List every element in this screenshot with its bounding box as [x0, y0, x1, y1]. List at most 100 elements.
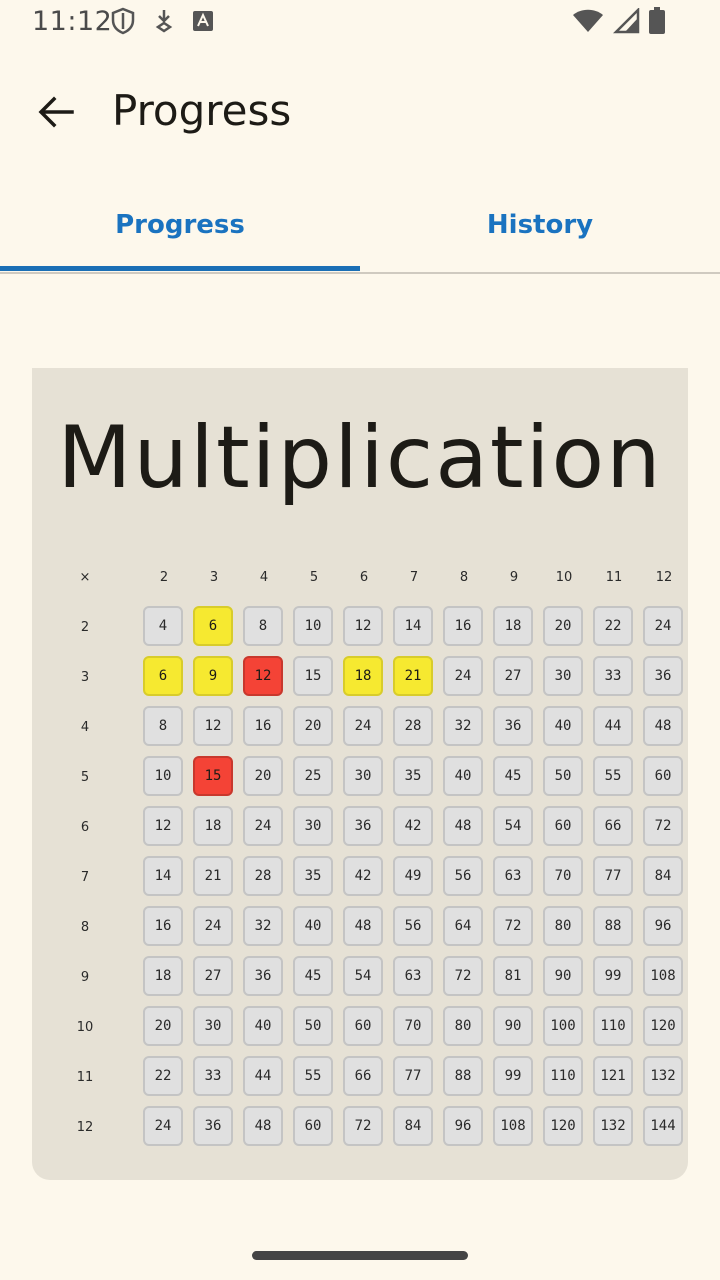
- product-cell[interactable]: 35: [293, 856, 333, 896]
- product-cell[interactable]: 55: [293, 1056, 333, 1096]
- product-cell[interactable]: 120: [643, 1006, 683, 1046]
- product-cell[interactable]: 63: [393, 956, 433, 996]
- product-cell[interactable]: 32: [443, 706, 483, 746]
- product-cell[interactable]: 22: [593, 606, 633, 646]
- product-cell[interactable]: 96: [643, 906, 683, 946]
- product-cell[interactable]: 40: [543, 706, 583, 746]
- product-cell[interactable]: 55: [593, 756, 633, 796]
- product-cell[interactable]: 49: [393, 856, 433, 896]
- product-cell[interactable]: 88: [593, 906, 633, 946]
- product-cell[interactable]: 48: [343, 906, 383, 946]
- product-cell[interactable]: 66: [343, 1056, 383, 1096]
- product-cell[interactable]: 56: [443, 856, 483, 896]
- product-cell[interactable]: 40: [443, 756, 483, 796]
- product-cell[interactable]: 40: [243, 1006, 283, 1046]
- product-cell[interactable]: 63: [493, 856, 533, 896]
- product-cell[interactable]: 14: [143, 856, 183, 896]
- product-cell[interactable]: 21: [193, 856, 233, 896]
- product-cell[interactable]: 48: [443, 806, 483, 846]
- product-cell[interactable]: 54: [493, 806, 533, 846]
- product-cell[interactable]: 30: [343, 756, 383, 796]
- product-cell[interactable]: 66: [593, 806, 633, 846]
- product-cell[interactable]: 18: [493, 606, 533, 646]
- product-cell[interactable]: 72: [643, 806, 683, 846]
- product-cell[interactable]: 45: [293, 956, 333, 996]
- product-cell[interactable]: 99: [493, 1056, 533, 1096]
- product-cell[interactable]: 12: [243, 656, 283, 696]
- product-cell[interactable]: 80: [543, 906, 583, 946]
- product-cell[interactable]: 12: [343, 606, 383, 646]
- product-cell[interactable]: 48: [643, 706, 683, 746]
- product-cell[interactable]: 60: [343, 1006, 383, 1046]
- product-cell[interactable]: 70: [393, 1006, 433, 1046]
- product-cell[interactable]: 9: [193, 656, 233, 696]
- product-cell[interactable]: 21: [393, 656, 433, 696]
- product-cell[interactable]: 18: [193, 806, 233, 846]
- product-cell[interactable]: 56: [393, 906, 433, 946]
- product-cell[interactable]: 96: [443, 1106, 483, 1146]
- product-cell[interactable]: 48: [243, 1106, 283, 1146]
- product-cell[interactable]: 30: [193, 1006, 233, 1046]
- product-cell[interactable]: 24: [193, 906, 233, 946]
- product-cell[interactable]: 16: [243, 706, 283, 746]
- product-cell[interactable]: 36: [343, 806, 383, 846]
- product-cell[interactable]: 84: [643, 856, 683, 896]
- product-cell[interactable]: 27: [493, 656, 533, 696]
- product-cell[interactable]: 8: [243, 606, 283, 646]
- product-cell[interactable]: 20: [543, 606, 583, 646]
- product-cell[interactable]: 44: [243, 1056, 283, 1096]
- product-cell[interactable]: 16: [143, 906, 183, 946]
- product-cell[interactable]: 25: [293, 756, 333, 796]
- product-cell[interactable]: 24: [443, 656, 483, 696]
- product-cell[interactable]: 20: [293, 706, 333, 746]
- product-cell[interactable]: 99: [593, 956, 633, 996]
- product-cell[interactable]: 90: [543, 956, 583, 996]
- product-cell[interactable]: 24: [343, 706, 383, 746]
- product-cell[interactable]: 18: [143, 956, 183, 996]
- product-cell[interactable]: 36: [243, 956, 283, 996]
- product-cell[interactable]: 54: [343, 956, 383, 996]
- product-cell[interactable]: 100: [543, 1006, 583, 1046]
- product-cell[interactable]: 77: [593, 856, 633, 896]
- product-cell[interactable]: 27: [193, 956, 233, 996]
- product-cell[interactable]: 40: [293, 906, 333, 946]
- product-cell[interactable]: 50: [293, 1006, 333, 1046]
- product-cell[interactable]: 70: [543, 856, 583, 896]
- product-cell[interactable]: 84: [393, 1106, 433, 1146]
- product-cell[interactable]: 33: [593, 656, 633, 696]
- product-cell[interactable]: 90: [493, 1006, 533, 1046]
- home-indicator[interactable]: [252, 1251, 468, 1260]
- product-cell[interactable]: 6: [193, 606, 233, 646]
- product-cell[interactable]: 20: [143, 1006, 183, 1046]
- product-cell[interactable]: 132: [643, 1056, 683, 1096]
- product-cell[interactable]: 20: [243, 756, 283, 796]
- product-cell[interactable]: 22: [143, 1056, 183, 1096]
- product-cell[interactable]: 15: [293, 656, 333, 696]
- product-cell[interactable]: 10: [293, 606, 333, 646]
- product-cell[interactable]: 10: [143, 756, 183, 796]
- product-cell[interactable]: 24: [643, 606, 683, 646]
- product-cell[interactable]: 64: [443, 906, 483, 946]
- product-cell[interactable]: 24: [243, 806, 283, 846]
- product-cell[interactable]: 132: [593, 1106, 633, 1146]
- product-cell[interactable]: 28: [393, 706, 433, 746]
- tab-progress[interactable]: Progress: [115, 210, 245, 240]
- product-cell[interactable]: 33: [193, 1056, 233, 1096]
- product-cell[interactable]: 36: [643, 656, 683, 696]
- product-cell[interactable]: 36: [193, 1106, 233, 1146]
- product-cell[interactable]: 72: [343, 1106, 383, 1146]
- product-cell[interactable]: 15: [193, 756, 233, 796]
- product-cell[interactable]: 80: [443, 1006, 483, 1046]
- product-cell[interactable]: 108: [493, 1106, 533, 1146]
- product-cell[interactable]: 35: [393, 756, 433, 796]
- product-cell[interactable]: 60: [293, 1106, 333, 1146]
- product-cell[interactable]: 42: [343, 856, 383, 896]
- product-cell[interactable]: 88: [443, 1056, 483, 1096]
- back-button[interactable]: [30, 88, 82, 140]
- product-cell[interactable]: 44: [593, 706, 633, 746]
- product-cell[interactable]: 8: [143, 706, 183, 746]
- product-cell[interactable]: 72: [493, 906, 533, 946]
- product-cell[interactable]: 18: [343, 656, 383, 696]
- product-cell[interactable]: 30: [543, 656, 583, 696]
- product-cell[interactable]: 45: [493, 756, 533, 796]
